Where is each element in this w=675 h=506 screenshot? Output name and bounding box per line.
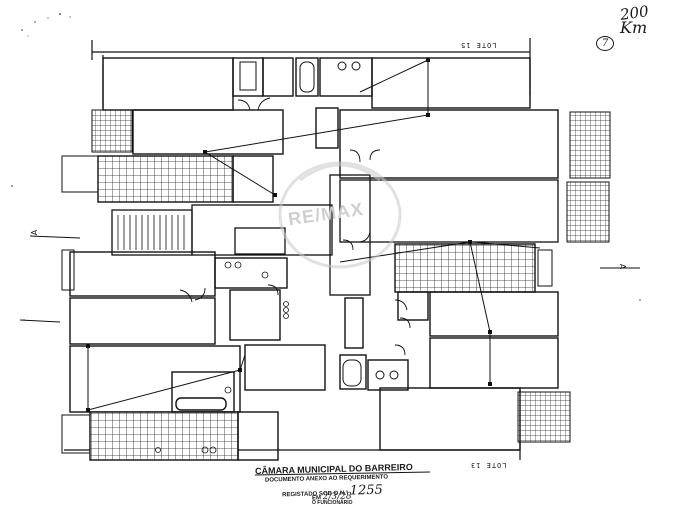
remax-watermark [278,161,402,269]
rooms-lower [89,371,279,461]
bathtub-lower [342,359,399,387]
stamp-line-5: O FUNCIONÁRIO [312,500,353,506]
wiring-nodes [86,58,492,412]
stamp-underline [254,471,431,476]
rooms-upper [97,57,559,203]
balconies-right [517,111,611,443]
stamp-registration-number: 1255 [349,482,384,499]
rooms-middle-left [69,251,326,413]
circled-number-text: 7 [601,38,609,49]
rooms-middle-right [339,243,559,451]
section-mark-left: A [30,229,40,236]
circled-number: 7 [596,36,614,51]
stair-core [111,174,559,296]
door-swings [179,97,411,356]
initials: Km [620,18,648,37]
balconies-left [61,109,133,454]
section-marks [19,235,640,323]
section-mark-right: A [618,263,628,270]
fixtures [155,261,289,454]
lot-label-top: LOTE 15 [460,41,497,49]
bathtub-upper [239,61,361,93]
lot-label-bottom: LOTE 13 [470,461,507,469]
wiring-lines [87,59,541,411]
